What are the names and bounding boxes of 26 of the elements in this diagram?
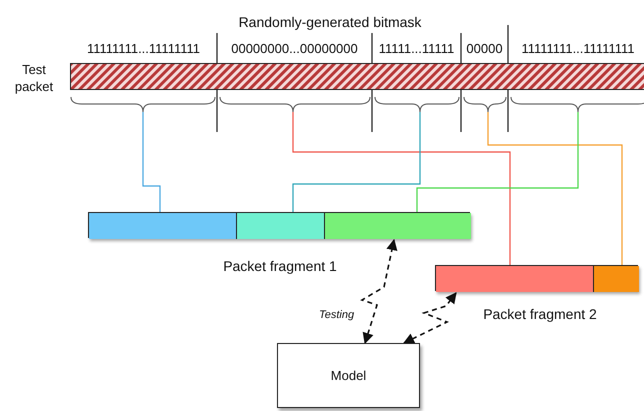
connector-line bbox=[292, 112, 421, 212]
curly-brace bbox=[70, 96, 216, 112]
edge-label: Testing bbox=[318, 307, 356, 324]
connector-line bbox=[416, 112, 579, 212]
packet-fragment-bar bbox=[435, 265, 638, 291]
fragment-caption: Packet fragment 1 bbox=[222, 257, 338, 276]
connector-line bbox=[142, 112, 161, 212]
connector-line bbox=[487, 112, 623, 265]
curly-brace bbox=[374, 96, 460, 112]
node-label: Model bbox=[330, 366, 366, 385]
connector-line bbox=[292, 112, 511, 265]
fragment-segment bbox=[236, 213, 324, 239]
fragment-segment bbox=[593, 266, 639, 292]
node-label: Test packet bbox=[14, 61, 54, 95]
fragment-segment bbox=[324, 213, 471, 239]
model-box bbox=[277, 343, 420, 408]
test-packet-bar bbox=[70, 63, 644, 90]
curly-brace bbox=[510, 96, 644, 112]
dashed-arrow bbox=[403, 292, 457, 344]
fragment-segment bbox=[436, 266, 593, 292]
fragment-caption: Packet fragment 2 bbox=[482, 305, 598, 324]
dashed-arrow bbox=[360, 238, 398, 344]
curly-brace bbox=[463, 96, 507, 112]
fragment-segment bbox=[89, 213, 236, 239]
curly-brace bbox=[219, 96, 371, 112]
packet-fragment-bar bbox=[88, 212, 470, 238]
